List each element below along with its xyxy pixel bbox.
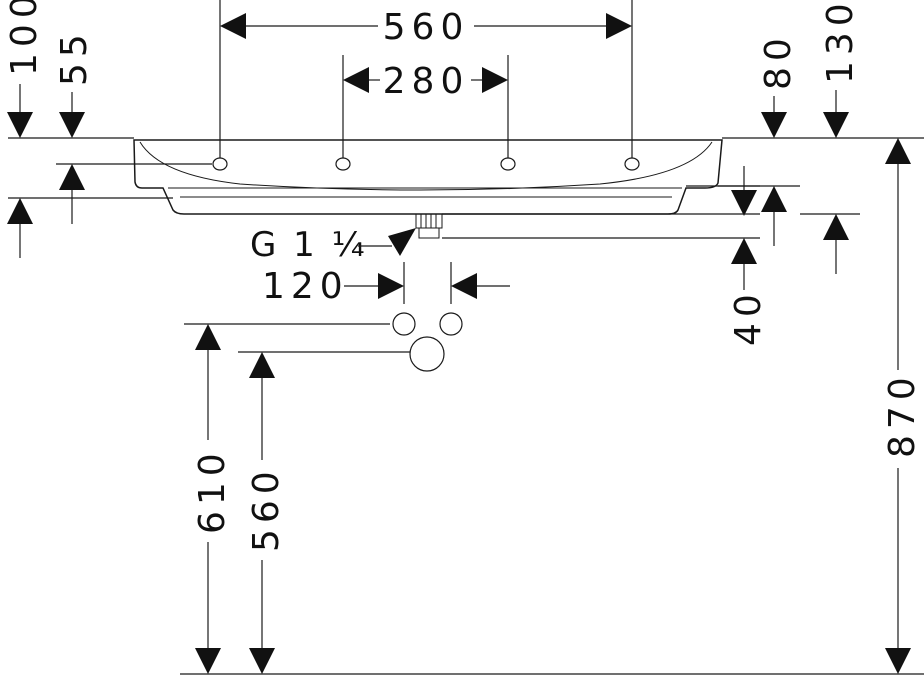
supply-connection-right: [439, 312, 463, 336]
dim-80: 80: [718, 32, 800, 246]
tap-hole-3: [500, 157, 516, 171]
arrow-right: [482, 67, 508, 93]
dim-label-55: 55: [54, 28, 95, 86]
dim-40: 40: [442, 166, 769, 346]
dim-label-40: 40: [728, 288, 769, 346]
dim-560-top: 560: [219, 0, 633, 158]
dim-label-80: 80: [758, 32, 799, 90]
dim-560-vertical: 560: [238, 351, 410, 674]
tap-hole-2: [335, 157, 351, 171]
tap-hole-4: [624, 157, 640, 171]
arrow-up: [731, 238, 757, 264]
dim-label-130: 130: [820, 0, 861, 84]
dim-label-560-top: 560: [383, 7, 470, 48]
dim-label-120: 120: [262, 266, 349, 307]
label-g114: G 1 ¼: [250, 225, 368, 265]
dim-870: 870: [882, 138, 923, 674]
arrow-right: [378, 273, 404, 299]
arrow-to-waste: [388, 228, 416, 256]
arrow-left: [220, 13, 246, 39]
arrow-up: [7, 198, 33, 224]
dim-label-280: 280: [383, 61, 470, 102]
arrow-up: [885, 138, 911, 164]
dim-610: 610: [184, 323, 390, 674]
arrow-up: [59, 164, 85, 190]
basin-outline: [133, 139, 723, 215]
dim-label-100: 100: [4, 0, 45, 76]
waste-thread-label: G 1 ¼: [250, 225, 416, 265]
waste-connection: [409, 336, 445, 372]
waste-fitting: [415, 213, 443, 239]
arrow-down: [731, 190, 757, 216]
dim-280: 280: [342, 55, 509, 158]
arrow-left: [343, 67, 369, 93]
arrow-down: [195, 648, 221, 674]
washbasin: [133, 139, 723, 239]
dim-label-870: 870: [882, 371, 923, 458]
arrow-down: [7, 112, 33, 138]
arrow-down: [885, 648, 911, 674]
basin-bowl-curve: [139, 141, 713, 191]
dim-100: 100: [4, 0, 173, 258]
arrow-up: [249, 352, 275, 378]
arrow-right: [606, 13, 632, 39]
arrow-down: [761, 112, 787, 138]
arrow-down: [249, 648, 275, 674]
arrow-down: [823, 112, 849, 138]
dim-130: 130: [800, 0, 861, 274]
dim-label-610: 610: [192, 447, 233, 534]
arrow-left: [451, 273, 477, 299]
arrow-up: [761, 186, 787, 212]
tap-hole-1: [212, 157, 228, 171]
supply-connection-left: [392, 312, 416, 336]
arrow-down: [59, 112, 85, 138]
dim-55: 55: [54, 28, 212, 224]
arrow-up: [823, 214, 849, 240]
dim-label-560-vertical: 560: [246, 465, 287, 552]
arrow-up: [195, 324, 221, 350]
dim-120: 120: [262, 262, 510, 307]
